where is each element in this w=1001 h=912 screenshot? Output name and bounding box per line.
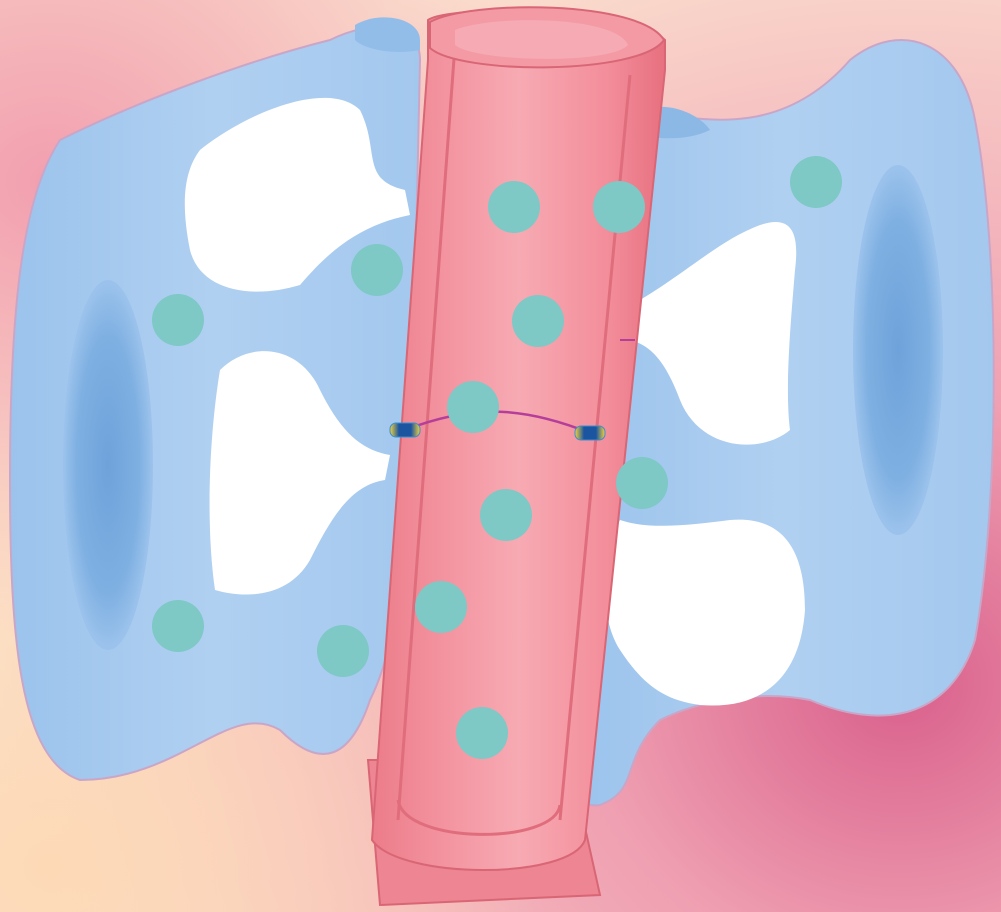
particle [152,294,204,346]
particle [790,156,842,208]
right-ring [853,165,943,535]
particle [317,625,369,677]
particle [456,707,508,759]
marker-left [390,423,420,437]
particle [447,381,499,433]
left-ring [63,280,153,650]
particle [488,181,540,233]
particle [593,181,645,233]
particle [152,600,204,652]
marker-right [575,426,605,440]
particle [616,457,668,509]
particle [512,295,564,347]
particle [351,244,403,296]
particle [415,581,467,633]
particle [480,489,532,541]
